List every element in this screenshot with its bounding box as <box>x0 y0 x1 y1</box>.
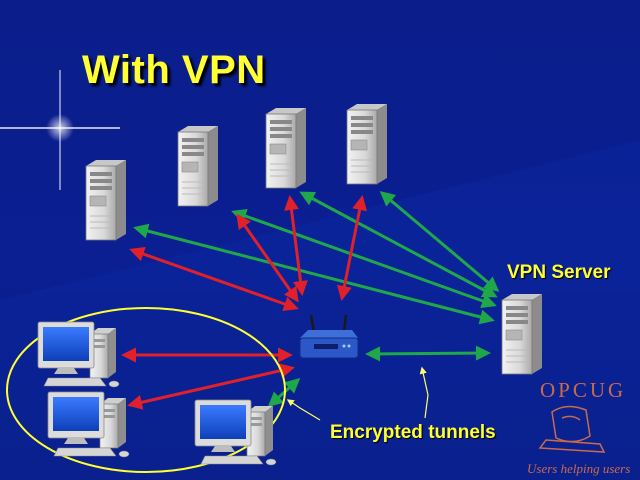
lens-flare-icon <box>0 70 120 190</box>
server-icon <box>177 125 219 207</box>
logo-name: OPCUG <box>540 378 627 402</box>
red-arrow-pc2-router <box>127 363 295 410</box>
red-arrow-server4-router <box>336 195 368 301</box>
red-arrow-server3-router <box>284 195 308 296</box>
server-icon <box>265 107 307 189</box>
page-title: With VPN <box>82 48 266 92</box>
green-arrow-server4-vpn <box>379 191 500 292</box>
opcug-logo <box>538 405 606 453</box>
wireless-router-icon <box>299 314 359 359</box>
server-icon <box>85 159 127 241</box>
vpn-server-icon <box>501 293 543 375</box>
encrypted-tunnels-label: Encrypted tunnels <box>330 422 496 443</box>
logo-tagline: Users helping users <box>527 461 631 476</box>
server-icon <box>346 103 388 185</box>
client-group-outline <box>6 307 286 473</box>
red-arrows <box>121 195 368 410</box>
tunnel-pointer-lines <box>286 366 429 421</box>
vpn-server-label: VPN Server <box>507 262 611 283</box>
green-arrow-router-vpn <box>365 345 491 362</box>
